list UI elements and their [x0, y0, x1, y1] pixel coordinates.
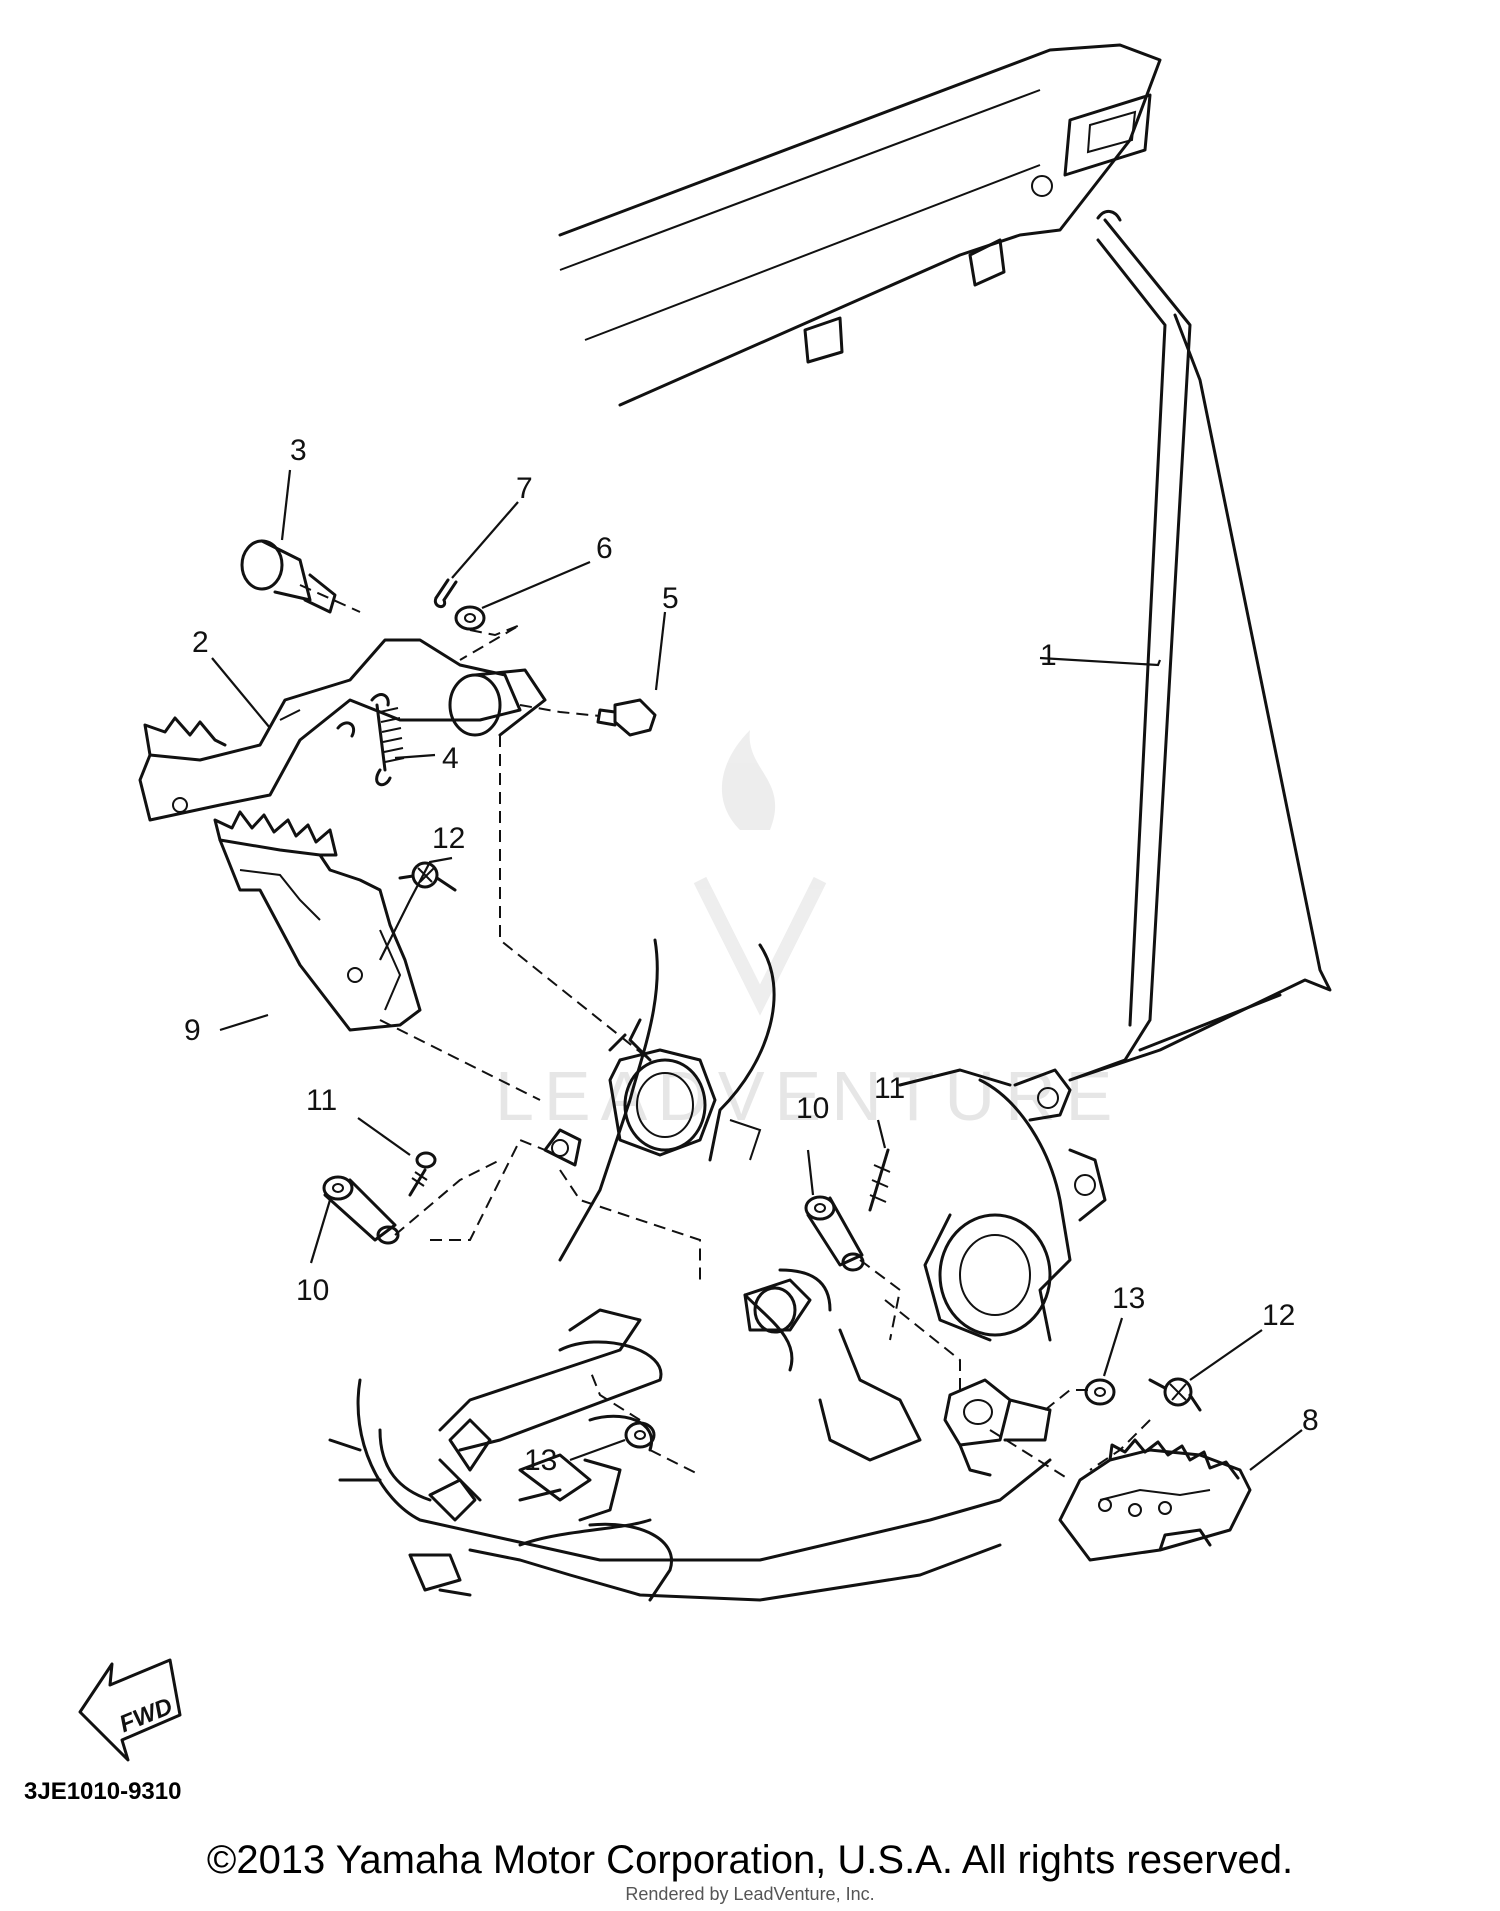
watermark-text: LEADVENTURE — [495, 1057, 1122, 1135]
frame-mount-right — [943, 1378, 1052, 1477]
brake-pedal — [138, 638, 522, 822]
callout-12-left: 12 — [432, 822, 465, 855]
return-spring — [336, 693, 405, 787]
pivot-bolt — [240, 539, 337, 614]
shaft-left — [322, 1175, 400, 1245]
fwd-arrow: FWD — [78, 1658, 182, 1762]
stand — [1068, 210, 1332, 1082]
callout-11-left: 11 — [306, 1084, 337, 1117]
callout-11-right: 11 — [874, 1072, 905, 1105]
copyright-text: ©2013 Yamaha Motor Corporation, U.S.A. A… — [206, 1838, 1294, 1882]
rendered-by-text: Rendered by LeadVenture, Inc. — [625, 1884, 875, 1904]
callout-10-left: 10 — [296, 1274, 329, 1307]
frame-lower — [328, 938, 1107, 1602]
callout-12-right: 12 — [1262, 1299, 1295, 1332]
callout-4: 4 — [442, 742, 459, 775]
callout-9: 9 — [184, 1014, 201, 1047]
footrest-spring-right — [1148, 1377, 1202, 1412]
callout-1: 1 — [1040, 639, 1057, 672]
washer — [454, 605, 486, 631]
shaft-right — [804, 1195, 865, 1272]
parts-diagram: LEADVENTURE — [78, 43, 1332, 1762]
callout-13-right: 13 — [1112, 1282, 1145, 1315]
callout-3: 3 — [290, 434, 307, 467]
diagram-code: 3JE1010-9310 — [24, 1778, 182, 1805]
leader-lines — [211, 469, 1303, 1471]
callout-5: 5 — [662, 582, 679, 615]
callout-6: 6 — [596, 532, 613, 565]
pedal-boss — [448, 668, 547, 737]
callout-7: 7 — [516, 472, 533, 505]
nut-left — [624, 1421, 656, 1449]
callout-8: 8 — [1302, 1404, 1319, 1437]
footrest-spring-left — [398, 861, 457, 892]
swingarm — [558, 43, 1162, 407]
cotter-pin — [433, 578, 458, 608]
callout-10-right: 10 — [796, 1092, 829, 1125]
pin-right — [868, 1148, 891, 1212]
assembly-lines — [299, 584, 1151, 1481]
callouts: 1 2 3 4 5 6 7 8 9 10 10 11 11 12 12 13 1… — [184, 434, 1319, 1477]
nut-right — [1084, 1378, 1116, 1406]
footrest-left — [213, 810, 422, 1032]
callout-2: 2 — [192, 626, 209, 659]
fwd-label: FWD — [116, 1693, 177, 1739]
watermark-logo — [693, 730, 827, 1016]
pin-left — [408, 1151, 437, 1197]
footrest-right — [1058, 1438, 1252, 1562]
callout-13-left: 13 — [524, 1444, 557, 1477]
bolt — [596, 698, 657, 737]
